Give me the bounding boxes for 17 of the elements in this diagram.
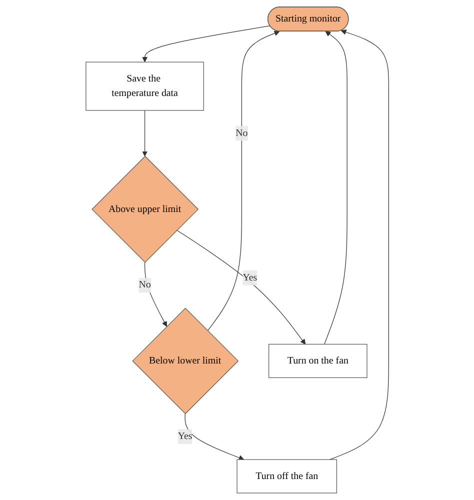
arrow xyxy=(176,230,306,344)
arrow xyxy=(184,413,244,460)
node-box: Turn off the fan xyxy=(236,459,337,494)
node-diamond: Below lower limit xyxy=(132,308,238,414)
arrow xyxy=(329,30,389,460)
edge-label: No xyxy=(138,280,151,290)
arrow xyxy=(207,30,280,332)
arrow xyxy=(144,262,167,327)
node-diamond: Above upper limit xyxy=(91,156,198,263)
node-box: Save the temperature data xyxy=(85,62,204,111)
edge-label: Yes xyxy=(178,431,192,442)
edge-label: No xyxy=(235,128,248,138)
edge-label: Yes xyxy=(242,272,257,283)
arrow xyxy=(324,31,348,345)
node-box: Turn on the fan xyxy=(268,344,367,378)
arrow xyxy=(142,26,270,62)
arrow xyxy=(142,110,148,156)
